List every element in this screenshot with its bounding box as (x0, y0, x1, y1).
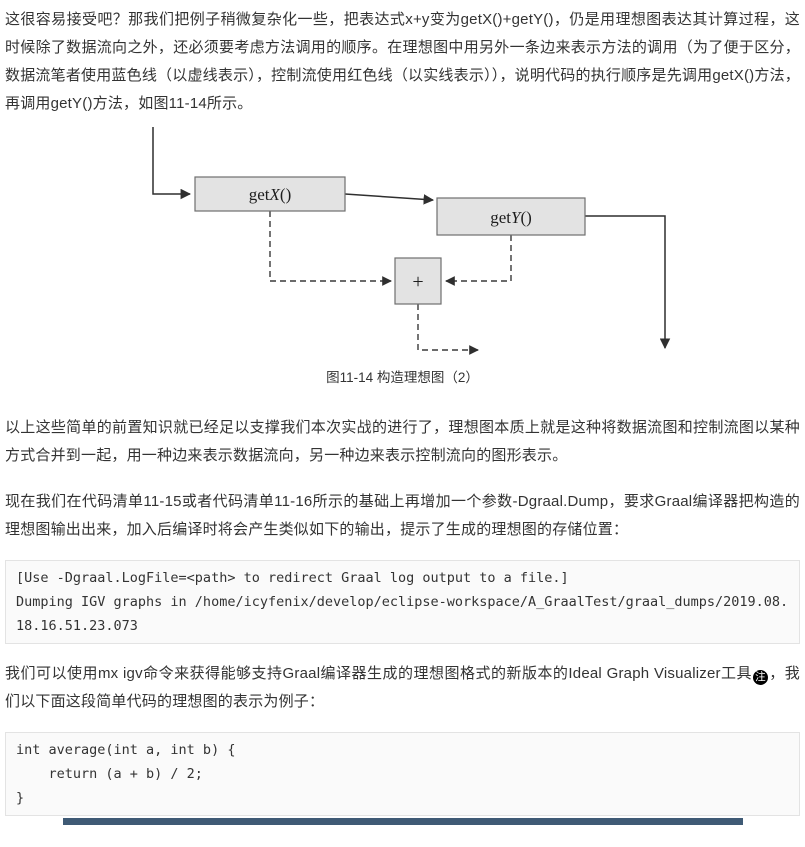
document-page: 这很容易接受吧？那我们把例子稍微复杂化一些，把表达式x+y变为getX()+ge… (5, 11, 800, 825)
gety-node (436, 197, 586, 236)
code-listing-average: int average(int a, int b) { return (a + … (5, 732, 800, 816)
entry-control-arrow (152, 127, 192, 200)
figure-11-14: getX() getY() + 图11-14 构造理想图（2） (5, 118, 800, 386)
gety-exit-control-arrow (585, 215, 671, 350)
plus-node (394, 257, 442, 305)
paragraph-igv-text-before: 我们可以使用mx igv命令来获得能够支持Graal编译器生成的理想图格式的新版… (5, 665, 752, 682)
ideal-graph-diagram: getX() getY() + (152, 127, 671, 355)
partial-image-bar (62, 818, 743, 825)
code-line: int average(int a, int b) { (16, 742, 236, 758)
gety-to-plus-data-arrow (445, 235, 512, 286)
console-line: [Use -Dgraal.LogFile=<path> to redirect … (16, 570, 569, 586)
getx-to-plus-data-arrow (269, 211, 392, 286)
paragraph-intro: 这很容易接受吧？那我们把例子稍微复杂化一些，把表达式x+y变为getX()+ge… (5, 11, 800, 112)
getx-to-gety-control-arrow (344, 193, 435, 205)
gety-node-label: getY() (490, 208, 532, 227)
paragraph-dump-param: 现在我们在代码清单11-15或者代码清单11-16所示的基础上再增加一个参数-D… (5, 493, 800, 538)
footnote-marker: 注 (753, 670, 768, 685)
plus-output-data-arrow (417, 304, 479, 355)
console-line: Dumping IGV graphs in /home/icyfenix/dev… (16, 594, 789, 634)
paragraph-igv-tool: 我们可以使用mx igv命令来获得能够支持Graal编译器生成的理想图格式的新版… (5, 660, 800, 716)
code-line: return (a + b) / 2; (16, 766, 203, 782)
code-line: } (16, 790, 25, 806)
paragraph-igv-text-after: ，我们以下面这段简单代码的理想图的表示为例子： (5, 665, 800, 710)
plus-node-label: + (412, 271, 423, 293)
paragraph-summary: 以上这些简单的前置知识就已经足以支撑我们本次实战的进行了，理想图本质上就是这种将… (5, 419, 800, 464)
getx-node-label: getX() (249, 185, 292, 204)
getx-node (194, 176, 346, 212)
figure-caption: 图11-14 构造理想图（2） (326, 370, 479, 385)
console-output-block: [Use -Dgraal.LogFile=<path> to redirect … (5, 560, 800, 644)
